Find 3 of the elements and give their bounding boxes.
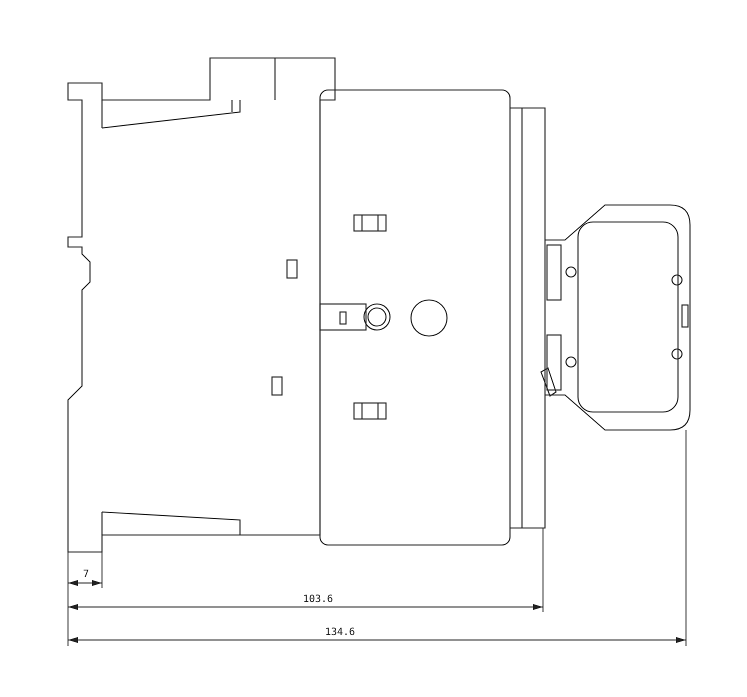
dimension-label: 103.6 — [302, 594, 334, 606]
dimension-label: 7 — [82, 569, 90, 581]
dimension-label: 134.6 — [324, 627, 356, 639]
